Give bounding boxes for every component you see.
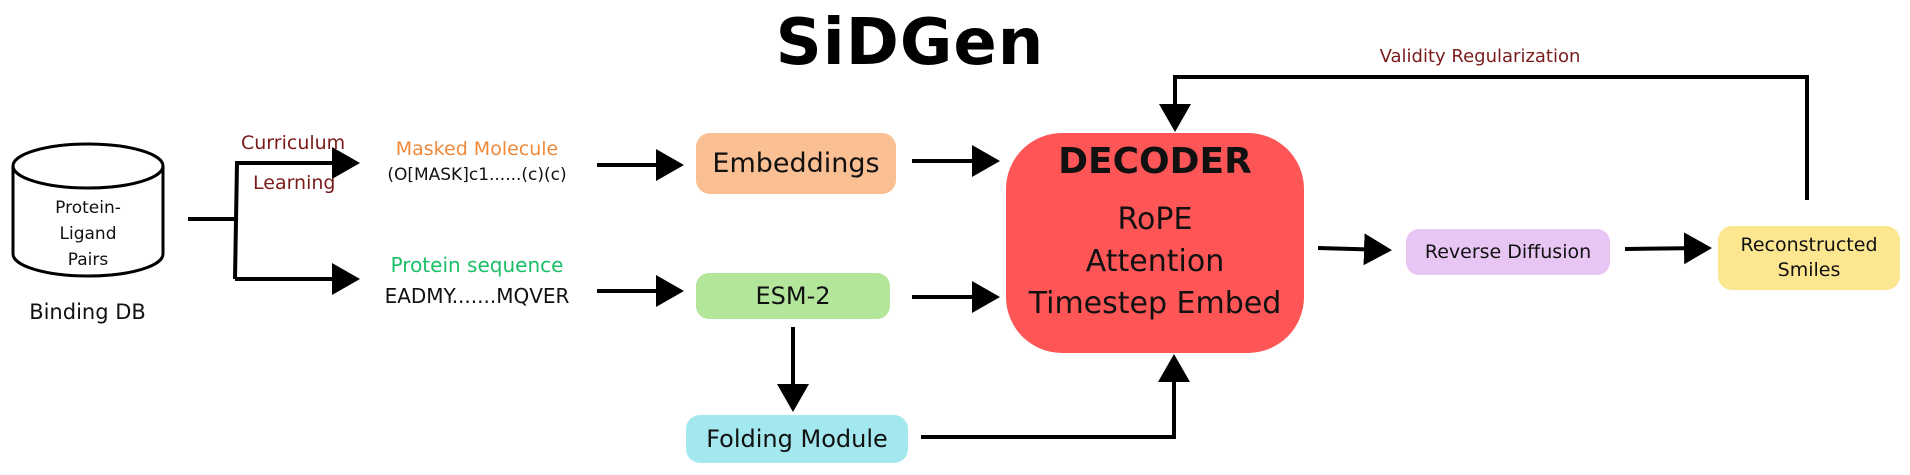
decoder-line-timestep: Timestep Embed	[1028, 286, 1282, 321]
decoder-line-rope: RoPE	[1117, 202, 1193, 237]
validity-feedback-arrow	[1159, 75, 1809, 200]
decoder-to-diffusion-arrow	[1317, 233, 1392, 266]
decoder-line-attention: Attention	[1085, 244, 1225, 279]
split-vertical-line	[233, 162, 239, 280]
page-title: SiDGen	[775, 6, 1045, 80]
reverse-diffusion-box: Reverse Diffusion	[1406, 229, 1610, 275]
database-cylinder-icon	[11, 142, 165, 278]
database-caption: Binding DB	[29, 300, 146, 324]
folding-to-decoder-arrow	[921, 354, 1190, 439]
protein-sequence-title: Protein sequence	[390, 253, 564, 277]
folding-module-box: Folding Module	[686, 415, 908, 463]
masked-molecule-title: Masked Molecule	[395, 138, 559, 160]
masked-molecule-example: (O[MASK]c1......(c)(c)	[387, 165, 567, 185]
decoder-title: DECODER	[1058, 141, 1252, 182]
diffusion-to-reconstructed-arrow	[1624, 232, 1712, 265]
curriculum-label-line2: Learning	[253, 172, 336, 194]
reconstructed-smiles-box: Reconstructed Smiles	[1718, 226, 1900, 290]
curriculum-label-line1: Curriculum	[241, 132, 346, 154]
database-label: Protein- Ligand Pairs	[55, 198, 121, 270]
validity-regularization-label: Validity Regularization	[1379, 46, 1581, 67]
esm2-box: ESM-2	[696, 273, 890, 319]
decoder-box: DECODER RoPE Attention Timestep Embed	[1006, 133, 1304, 353]
embeddings-box: Embeddings	[696, 133, 896, 194]
protein-sequence-example: EADMY.......MQVER	[384, 284, 570, 308]
